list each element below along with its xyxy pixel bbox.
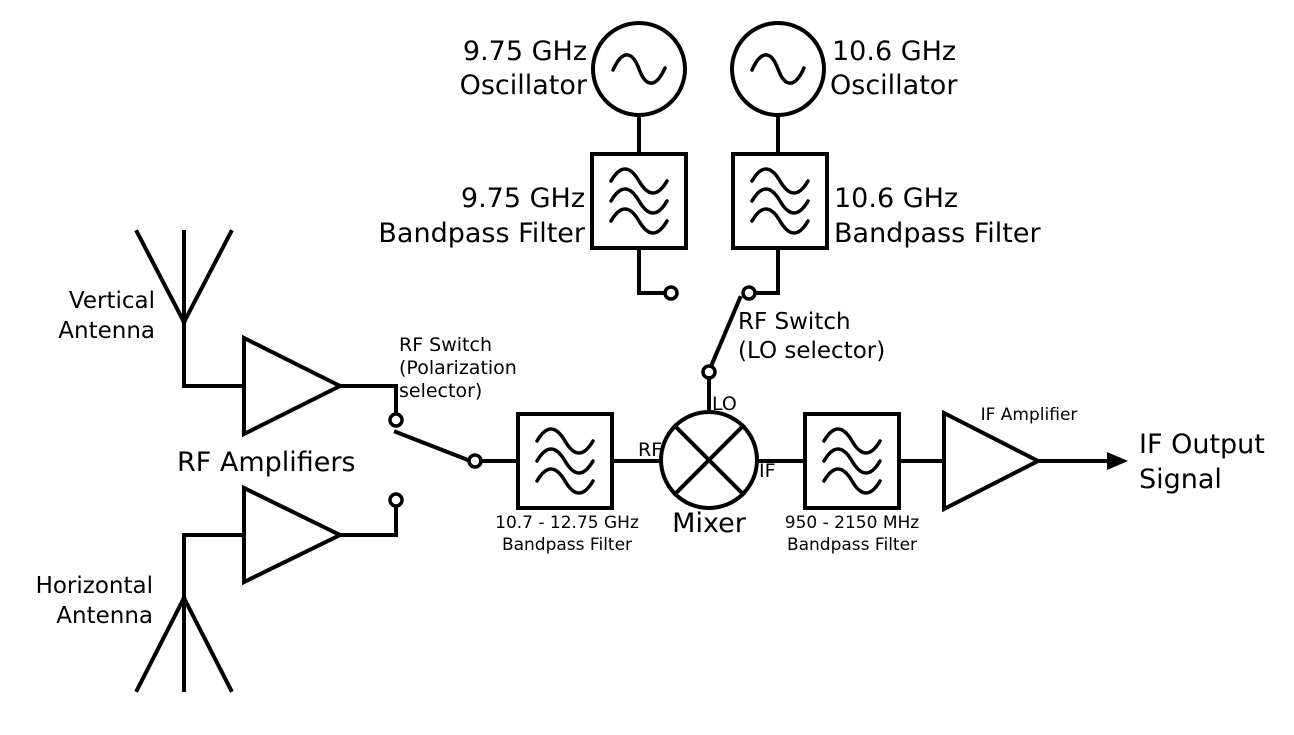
if-amplifier [942, 409, 1043, 513]
rf-filter-label-line1: 10.7 - 12.75 GHz [495, 513, 639, 533]
lo-switch-terminal-9-75 [663, 285, 679, 301]
lo1-filter-freq-label: 9.75 GHz [461, 183, 585, 214]
oscillator-10-6-ghz [730, 21, 826, 117]
wire-vamp-switch [338, 384, 398, 416]
pol-switch-blade [393, 429, 471, 463]
osc2-freq-label: 10.6 GHz [832, 36, 956, 67]
bandpass-filter-9-75-ghz [590, 152, 688, 250]
horizontal-antenna-label-line2: Antenna [56, 603, 153, 629]
osc2-name-label: Oscillator [830, 70, 958, 101]
vertical-antenna-icon [134, 229, 234, 388]
mixer-port-if-label: IF [759, 460, 776, 482]
lo2-filter-name-label: Bandpass Filter [834, 218, 1041, 249]
rf-filter-label-line2: Bandpass Filter [502, 535, 632, 555]
lo-switch-label-line1: RF Switch [738, 309, 851, 335]
rf-amplifiers-label: RF Amplifiers [177, 447, 356, 478]
bandpass-filter-if [803, 412, 901, 510]
pol-switch-label-line3: selector) [399, 380, 482, 402]
rf-amplifier-horizontal [242, 484, 345, 586]
bandpass-filter-rf [516, 412, 614, 510]
pol-switch-terminal-vertical [388, 412, 404, 428]
osc1-freq-label: 9.75 GHz [463, 36, 587, 67]
mixer-symbol [659, 410, 759, 510]
if-filter-label-line2: Bandpass Filter [787, 535, 917, 555]
output-label-line2: Signal [1139, 464, 1222, 495]
lo-switch-terminal-10-6 [741, 285, 757, 301]
mixer-port-rf-label: RF [638, 439, 662, 461]
lo1-filter-name-label: Bandpass Filter [378, 218, 585, 249]
mixer-port-lo-label: LO [712, 393, 737, 415]
oscillator-9-75-ghz [591, 21, 687, 117]
wire-hamp-switch [338, 505, 398, 537]
pol-switch-label-line1: RF Switch [399, 334, 492, 356]
wire-filter1-switch [637, 247, 667, 295]
vertical-antenna-label-line1: Vertical [69, 288, 155, 314]
lo-switch-label-line2: (LO selector) [738, 338, 885, 364]
wire-filter2-switch [753, 247, 780, 295]
rf-amplifier-vertical [242, 334, 345, 438]
bandpass-filter-10-6-ghz [731, 152, 829, 250]
pol-switch-label-line2: (Polarization [399, 357, 517, 379]
horizontal-antenna-icon [134, 533, 234, 693]
if-amplifier-label: IF Amplifier [981, 405, 1078, 425]
lo-switch-blade [709, 295, 743, 367]
output-arrow-icon [1107, 452, 1128, 470]
mixer-label: Mixer [672, 508, 747, 539]
osc1-name-label: Oscillator [460, 70, 588, 101]
horizontal-antenna-label-line1: Horizontal [36, 573, 153, 599]
pol-switch-terminal-horizontal [388, 492, 404, 508]
lo2-filter-freq-label: 10.6 GHz [834, 183, 958, 214]
vertical-antenna-label-line2: Antenna [58, 318, 155, 344]
if-filter-label-line1: 950 - 2150 MHz [785, 513, 920, 533]
output-label-line1: IF Output [1139, 429, 1265, 460]
